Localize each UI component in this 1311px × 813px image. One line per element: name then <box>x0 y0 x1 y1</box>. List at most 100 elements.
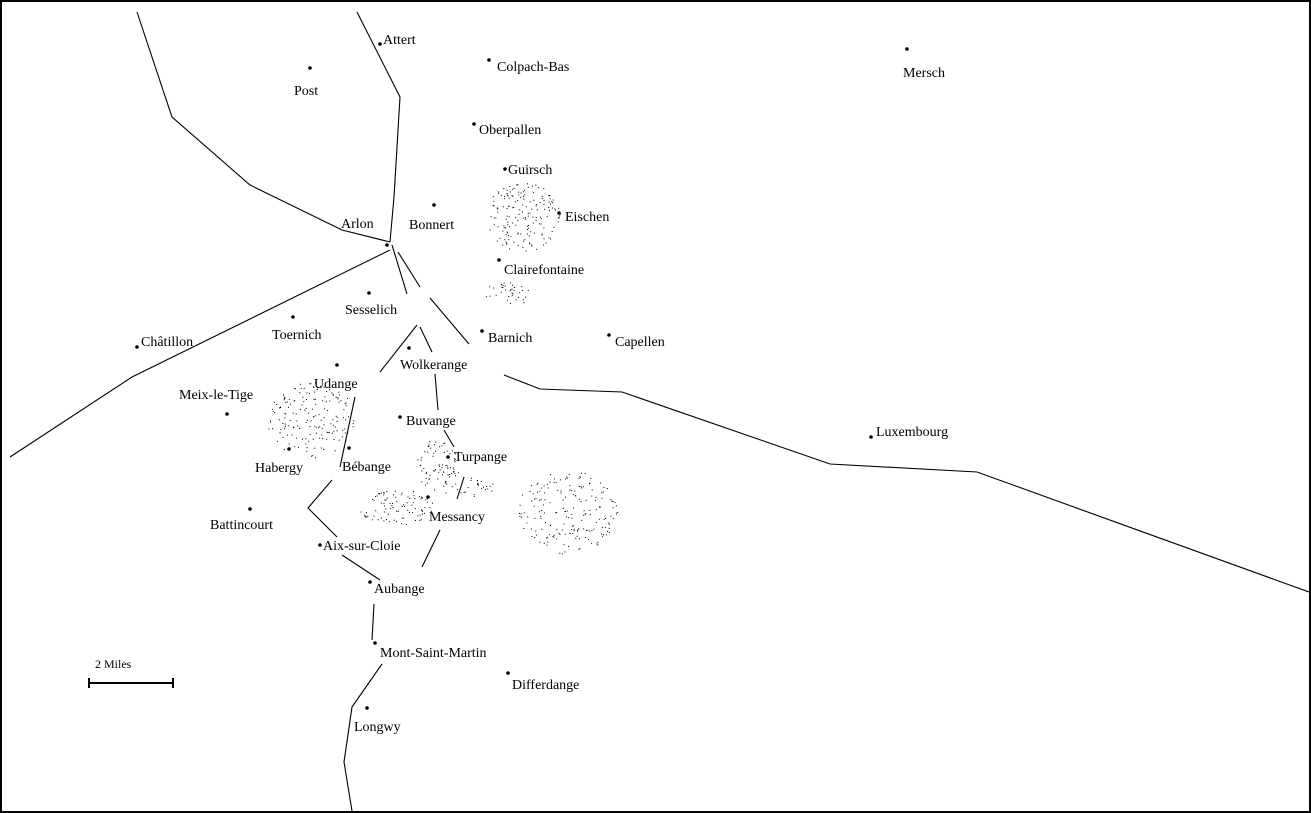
woodland-stipple <box>558 217 560 218</box>
woodland-stipple <box>547 541 549 543</box>
scale-bar: 2 Miles <box>88 657 174 688</box>
place-battincourt[interactable]: Battincourt <box>210 507 273 533</box>
woodland-stipple <box>509 226 510 228</box>
place-toernich[interactable]: Toernich <box>272 315 322 343</box>
woodland-stipple <box>421 481 423 483</box>
place-longwy[interactable]: Longwy <box>354 706 401 735</box>
woodland-stipple <box>612 517 614 519</box>
woodland-stipple <box>599 506 601 507</box>
road-udange-bebange <box>339 396 356 468</box>
place-chatillon[interactable]: Châtillon <box>135 335 193 350</box>
woodland-stipple <box>319 426 321 428</box>
place-udange[interactable]: Udange <box>314 363 358 392</box>
woodland-stipple <box>321 400 323 402</box>
woodland-stipple <box>383 492 385 493</box>
woodland-stipple <box>294 446 296 448</box>
place-marker <box>225 412 229 416</box>
place-sesselich[interactable]: Sesselich <box>345 291 397 318</box>
place-label: Bébange <box>342 460 391 475</box>
place-meix-le-tige[interactable]: Meix-le-Tige <box>179 388 253 416</box>
place-arlon[interactable]: Arlon <box>341 217 389 247</box>
place-aubange[interactable]: Aubange <box>368 580 425 597</box>
place-guirsch[interactable]: Guirsch <box>503 163 552 178</box>
place-capellen[interactable]: Capellen <box>607 333 665 350</box>
road-north-attert <box>356 11 401 243</box>
woodland-stipple <box>336 430 338 432</box>
woodland-stipple <box>573 507 575 509</box>
place-post[interactable]: Post <box>294 66 318 99</box>
woodland-stipple <box>342 417 344 419</box>
place-bonnert[interactable]: Bonnert <box>409 203 454 233</box>
woodland-stipple <box>505 227 507 229</box>
place-marker <box>291 315 295 319</box>
place-aix-sur-cloie[interactable]: Aix-sur-Cloie <box>318 539 401 554</box>
woodland-stipple <box>536 248 538 250</box>
woodland-stipple <box>506 194 508 196</box>
place-mont-saint-martin[interactable]: Mont-Saint-Martin <box>373 641 487 661</box>
woodland-stipple <box>441 445 443 447</box>
place-clairefontaine[interactable]: Clairefontaine <box>497 258 584 278</box>
woodland-stipple <box>430 510 432 512</box>
woodland-stipple <box>519 292 521 294</box>
woodland-stipple <box>513 188 515 189</box>
woodland-stipple <box>535 205 537 207</box>
woodland-stipple <box>554 208 556 210</box>
woodland-stipple <box>573 530 575 532</box>
place-attert[interactable]: Attert <box>378 33 416 48</box>
woodland-stipple <box>452 467 454 469</box>
woodland-stipple <box>517 232 519 234</box>
place-marker <box>905 47 909 51</box>
woodland-stipple <box>524 189 526 191</box>
woodland-stipple <box>546 537 548 538</box>
woodland-stipple <box>443 452 445 453</box>
woodland-stipple <box>549 195 551 196</box>
place-colpach-bas[interactable]: Colpach-Bas <box>487 58 569 75</box>
place-wolkerange[interactable]: Wolkerange <box>400 346 467 373</box>
place-eischen[interactable]: Eischen <box>557 210 609 225</box>
woodland-stipple <box>401 505 403 507</box>
woodland-stipple <box>447 474 449 476</box>
place-label: Turpange <box>454 450 507 465</box>
woodland-stipple <box>433 452 435 454</box>
place-marker <box>318 543 322 547</box>
woodland-stipple <box>548 195 550 197</box>
woodland-stipple <box>444 482 446 484</box>
place-turpange[interactable]: Turpange <box>446 450 507 465</box>
woodland-stipple <box>422 497 423 499</box>
woodland-stipple <box>396 501 398 503</box>
place-label: Eischen <box>565 210 609 225</box>
place-oberpallen[interactable]: Oberpallen <box>472 122 541 138</box>
woodland-stipple <box>426 482 428 484</box>
woodland-stipple <box>518 194 520 196</box>
woodland-stipple <box>549 203 551 205</box>
woodland-stipple <box>539 202 541 204</box>
woodland-stipple <box>508 296 510 297</box>
woodland-stipple <box>509 303 511 304</box>
woodland-stipple <box>387 513 389 515</box>
woodland-stipple <box>519 196 521 198</box>
place-barnich[interactable]: Barnich <box>480 329 532 346</box>
woodland-stipple <box>508 197 510 199</box>
place-messancy[interactable]: Messancy <box>426 495 485 525</box>
woodland-stipple <box>556 512 558 513</box>
woodland-stipple <box>445 483 447 485</box>
woodland-stipple <box>391 505 393 506</box>
woodland-stipple <box>552 536 554 538</box>
woodland-stipple <box>566 476 568 478</box>
place-label: Colpach-Bas <box>497 60 569 75</box>
woodland-stipple <box>501 284 502 286</box>
woodland-stipple <box>503 282 505 284</box>
woodland-stipple <box>331 432 333 434</box>
woodland-stipple <box>594 500 596 502</box>
woodland-stipple <box>316 432 317 434</box>
woodland-stipple <box>408 511 410 513</box>
place-bebange[interactable]: Bébange <box>342 446 391 475</box>
place-buvange[interactable]: Buvange <box>398 414 456 429</box>
woodland-stipple <box>421 513 423 515</box>
place-differdange[interactable]: Differdange <box>506 671 579 693</box>
place-habergy[interactable]: Habergy <box>255 447 303 476</box>
place-luxembourg[interactable]: Luxembourg <box>869 425 948 440</box>
woodland-stipple <box>447 467 449 469</box>
place-mersch[interactable]: Mersch <box>903 47 945 81</box>
woodland-stipple <box>533 498 535 500</box>
